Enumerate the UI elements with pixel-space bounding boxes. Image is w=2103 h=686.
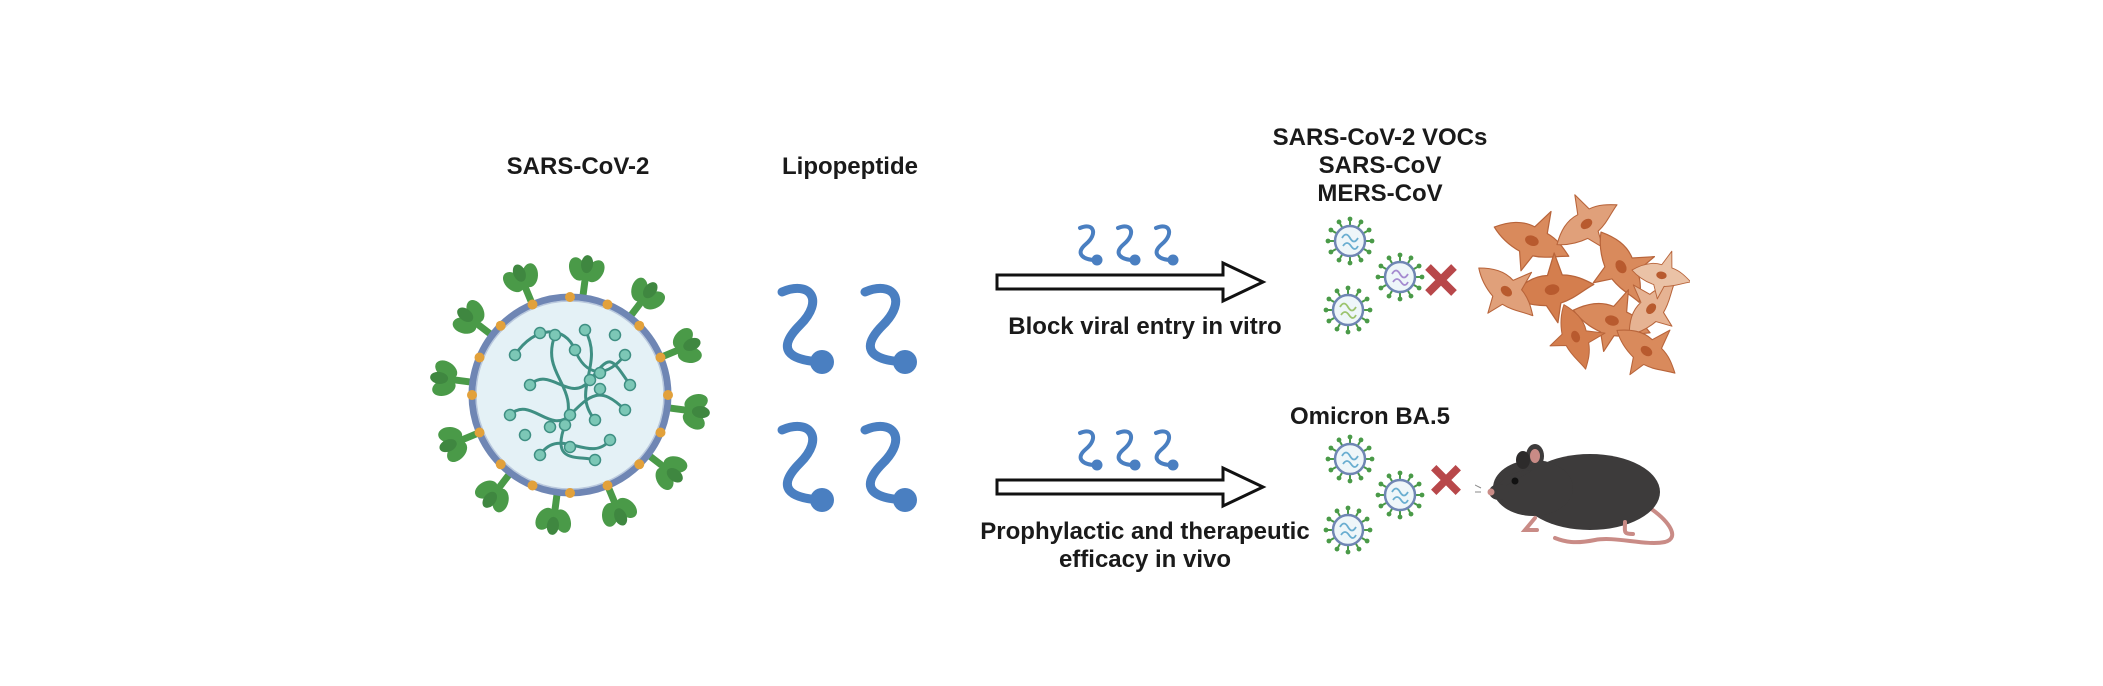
envelope-protein — [634, 320, 645, 331]
rna-node — [503, 408, 517, 422]
virus-particles-bottom — [1323, 434, 1425, 555]
spike-protein — [535, 488, 572, 535]
cell — [1510, 252, 1595, 324]
spike-protein — [625, 277, 666, 322]
envelope-protein — [474, 427, 485, 438]
invivo-label-line1: Prophylactic and therapeutic — [980, 518, 1310, 545]
spike-protein — [474, 468, 515, 513]
rna-node — [543, 420, 557, 434]
virus-particle-icon — [1323, 285, 1373, 335]
rna-node — [563, 408, 577, 422]
rna-node — [508, 348, 522, 362]
spike-protein — [568, 255, 605, 302]
arrow-right-icon-top — [995, 260, 1267, 304]
spike-protein — [643, 450, 688, 491]
cell — [1556, 194, 1618, 249]
targets-label-line3: MERS-CoV — [1317, 180, 1443, 207]
cell — [1572, 289, 1651, 353]
rna-node — [558, 418, 572, 432]
virus-particle-icon — [1323, 505, 1373, 555]
envelope-protein — [527, 480, 538, 491]
rna-node — [588, 453, 602, 467]
rna-node — [588, 413, 602, 427]
blocked-x-icon-top — [1425, 264, 1457, 296]
envelope-protein — [527, 299, 538, 310]
rna-node — [623, 378, 637, 392]
arrow-right-icon-bottom — [995, 465, 1267, 509]
envelope-protein — [602, 299, 613, 310]
targets-label-line1: SARS-CoV-2 VOCs — [1272, 124, 1488, 151]
envelope-protein — [565, 488, 575, 498]
envelope-protein — [655, 352, 666, 363]
virus-label: SARS-CoV-2 — [506, 153, 650, 180]
rna-node — [618, 403, 632, 417]
envelope-protein — [474, 352, 485, 363]
rna-node — [578, 323, 592, 337]
lipopeptide-small-bottom — [1078, 429, 1179, 471]
rna-node — [548, 328, 562, 342]
rna-node — [593, 366, 607, 380]
invivo-label-line2: efficacy in vivo — [1058, 546, 1232, 573]
rna-node — [618, 348, 632, 362]
blocked-x-icon-bottom — [1431, 465, 1461, 495]
envelope-protein — [495, 320, 506, 331]
virus-particle-icon — [1325, 216, 1375, 266]
cell — [1631, 250, 1690, 300]
virus-particle-icon — [1375, 252, 1425, 302]
envelope-protein — [602, 480, 613, 491]
cell — [1493, 210, 1570, 272]
rna-node — [603, 433, 617, 447]
cell — [1628, 283, 1675, 336]
mouse-icon — [1475, 444, 1675, 545]
cell — [1549, 304, 1606, 370]
lipopeptide-group-bottom — [777, 421, 917, 512]
invitro-label: Block viral entry in vitro — [1008, 313, 1282, 340]
envelope-protein — [663, 390, 673, 400]
envelope-protein — [634, 459, 645, 470]
rna-node — [533, 326, 547, 340]
virus-particle-icon — [1325, 434, 1375, 484]
rna-node — [518, 428, 532, 442]
cell-cluster-icon — [1478, 194, 1690, 376]
omicron-label: Omicron BA.5 — [1289, 403, 1451, 430]
rna-node — [583, 373, 597, 387]
envelope-protein — [655, 427, 666, 438]
cell — [1616, 329, 1676, 376]
rna-node — [563, 440, 577, 454]
cell — [1478, 267, 1534, 317]
envelope-protein — [495, 459, 506, 470]
cell — [1592, 231, 1656, 303]
spike-protein — [452, 299, 497, 340]
lipopeptide-label: Lipopeptide — [782, 153, 918, 180]
rna-node — [593, 382, 607, 396]
envelope-protein — [565, 292, 575, 302]
rna-node — [533, 448, 547, 462]
rna-node — [608, 328, 622, 342]
rna-node — [568, 343, 582, 357]
envelope-protein — [467, 390, 477, 400]
coronavirus-icon — [430, 255, 710, 535]
lipopeptide-small-top — [1078, 224, 1179, 266]
virus-particle-icon — [1375, 470, 1425, 520]
spike-protein — [430, 360, 477, 397]
targets-label-line2: SARS-CoV — [1318, 152, 1442, 179]
virus-particles-top — [1323, 216, 1425, 335]
lipopeptide-group-top — [777, 283, 917, 374]
spike-protein — [663, 393, 710, 430]
rna-node — [523, 378, 537, 392]
